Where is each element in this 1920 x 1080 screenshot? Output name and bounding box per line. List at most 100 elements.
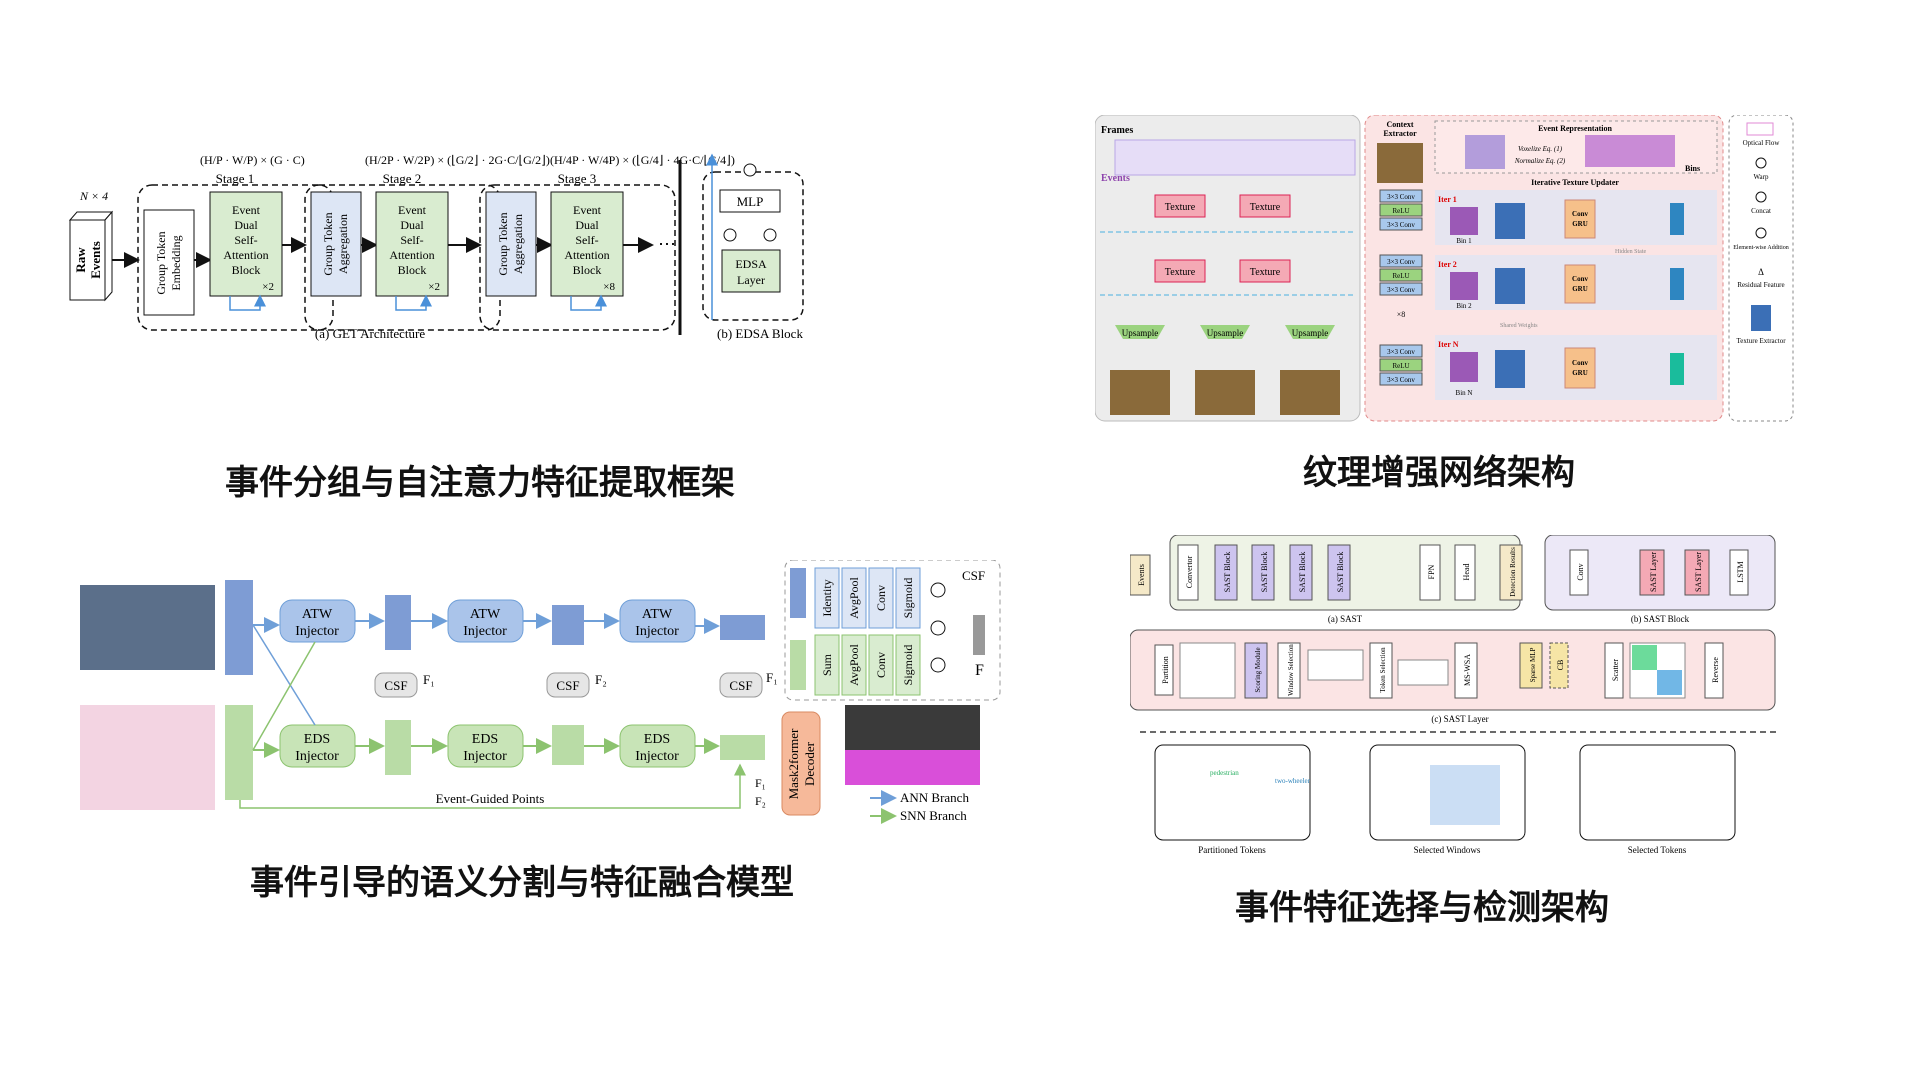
stage2-label: Stage 2	[383, 171, 422, 186]
mask2former-decoder	[781, 711, 821, 816]
edsa-layer-label-1: EDSA	[735, 257, 767, 271]
token-selection-label: Token Selection	[1379, 647, 1387, 693]
mlp-box	[719, 189, 781, 213]
legend-optical-flow: Optical Flow	[1743, 139, 1781, 147]
atw2-label-b: Injector	[463, 624, 507, 639]
stage2-dim: (H/2P · W/2P) × (⌊G/2⌋ · 2G·C/⌊G/2⌋)	[365, 153, 550, 167]
sast-layer-box-2	[1684, 549, 1710, 596]
atw1-label-b: Injector	[295, 624, 339, 639]
legend-panel	[1728, 114, 1794, 422]
events-volume	[1114, 139, 1356, 176]
edsa1-line3: Self-	[234, 233, 257, 247]
edsa-layer-label-2: Layer	[737, 273, 765, 287]
conv-label-b: Conv	[1576, 563, 1585, 580]
iter1-label: Iter 1	[1438, 195, 1457, 204]
sast-block-label-4: SAST Block	[1336, 552, 1345, 593]
cb-box	[1549, 642, 1569, 689]
caption-top-right: 纹理增强网络架构	[1303, 453, 1575, 493]
token-grid-2	[1307, 649, 1364, 681]
relu-label-3: ReLU	[1392, 362, 1409, 370]
head-label: Head	[1462, 564, 1471, 581]
frames-panel	[1094, 114, 1361, 422]
atw-injector-3	[619, 599, 696, 643]
warp-icon	[1755, 157, 1767, 169]
output-frame-2	[1195, 370, 1255, 415]
context-label-2: Extractor	[1383, 129, 1417, 138]
ms-wsa-label: MS-WSA	[1463, 654, 1472, 686]
conv-stack-3: 3×3 Conv ReLU 3×3 Conv	[1379, 344, 1423, 386]
sast-block-1	[1214, 544, 1238, 601]
head-box	[1454, 544, 1476, 601]
texture-network-diagram: Frames Events Texture Texture Texture Te…	[1094, 114, 1795, 425]
lstm-box	[1729, 549, 1749, 596]
edsa2-repeat: ×2	[428, 281, 440, 293]
add-icon-left	[723, 228, 737, 242]
sast-diagram: Events Convertor SAST Block SAST Block S…	[1129, 534, 1790, 865]
sast-block-label-2: SAST Block	[1260, 552, 1269, 593]
bins-label: Bins	[1685, 164, 1700, 173]
texture-label-4: Texture	[1250, 267, 1281, 278]
stage3-label: Stage 3	[558, 171, 597, 186]
csf-1	[374, 672, 418, 698]
convgrun-label-b: GRU	[1572, 369, 1588, 377]
edsa3-line4: Attention	[564, 248, 609, 262]
conv-label-3b: 3×3 Conv	[1387, 376, 1415, 384]
sigmoid-bottom-label: Sigmoid	[901, 645, 915, 686]
agg1-label-2: Aggregation	[336, 214, 350, 274]
edsa2-line1: Event	[398, 203, 427, 217]
decoder-label-a: Mask2former	[786, 728, 801, 799]
convgru1-label-b: GRU	[1572, 220, 1588, 228]
events-input-label: Events	[1137, 564, 1146, 586]
atw1-label-a: ATW	[302, 607, 333, 622]
get-architecture-svg: (H/P · W/P) × (G · C) (H/2P · W/2P) × (⌊…	[68, 153, 804, 341]
raw-events-label-1: Raw	[73, 247, 88, 273]
iteration-2: Iter 2 Bin 2 Conv GRU Hidden State	[1435, 249, 1717, 310]
texture-box-1	[1154, 194, 1206, 218]
scoring-module-box	[1244, 642, 1268, 699]
frames-label: Frames	[1101, 125, 1133, 136]
conv-box-b	[1569, 549, 1589, 596]
sast-block-label-3: SAST Block	[1298, 552, 1307, 593]
binn-label: Bin N	[1456, 389, 1473, 397]
upsample-2	[1200, 325, 1250, 339]
edsa2-line3: Self-	[400, 233, 423, 247]
atw3-label-b: Injector	[635, 624, 679, 639]
conv-label-2a: 3×3 Conv	[1387, 258, 1415, 266]
upsample-label-2: Upsample	[1207, 328, 1244, 338]
stage1-dim: (H/P · W/P) × (G · C)	[200, 153, 305, 167]
eds3-label-b: Injector	[635, 749, 679, 764]
reverse-box	[1704, 642, 1724, 699]
output-frame-1	[1110, 370, 1170, 415]
edsa3-repeat: ×8	[603, 281, 615, 293]
stage3-dim: (H/4P · W/4P) × (⌊G/4⌋ · 4G·C/⌊G/4⌋)	[550, 153, 735, 167]
sast-layer-box-1	[1639, 549, 1665, 596]
event-guided-points-label: Event-Guided Points	[436, 791, 545, 806]
ann-feature-1	[385, 595, 411, 650]
legend-texture-extractor: Texture Extractor	[1736, 337, 1786, 345]
upsample-label-3: Upsample	[1292, 328, 1329, 338]
add-icon-csf	[930, 620, 946, 636]
scatter-box	[1604, 642, 1624, 699]
lstm-label: LSTM	[1736, 561, 1745, 582]
convgru2-label-b: GRU	[1572, 285, 1588, 293]
group-token-aggregation-box-1	[310, 191, 362, 297]
sparse-mlp-box	[1519, 642, 1543, 689]
snn-feature-1	[385, 720, 411, 775]
iteration-n: Iter N Bin N Conv GRU Shared Weights	[1435, 323, 1717, 400]
selected-tokens-label: Selected Tokens	[1628, 845, 1687, 855]
conv-label-2b: 3×3 Conv	[1387, 286, 1415, 294]
csf-detail-label: CSF	[962, 568, 985, 583]
edsa3-line1: Event	[573, 203, 602, 217]
relu-label-2: ReLU	[1392, 272, 1409, 280]
texture-box-4	[1239, 259, 1291, 283]
itern-label: Iter N	[1438, 340, 1459, 349]
conv-bottom-label: Conv	[874, 652, 888, 678]
rgb-image	[80, 585, 215, 670]
segmentation-road	[845, 750, 980, 785]
convertor-label: Convertor	[1185, 555, 1194, 588]
csf-2	[546, 672, 590, 698]
edsa3-line3: Self-	[575, 233, 598, 247]
eds2-label-b: Injector	[463, 749, 507, 764]
embedding-label-2: Embedding	[169, 235, 183, 290]
hidden-state-label: Hidden State	[1615, 249, 1646, 255]
